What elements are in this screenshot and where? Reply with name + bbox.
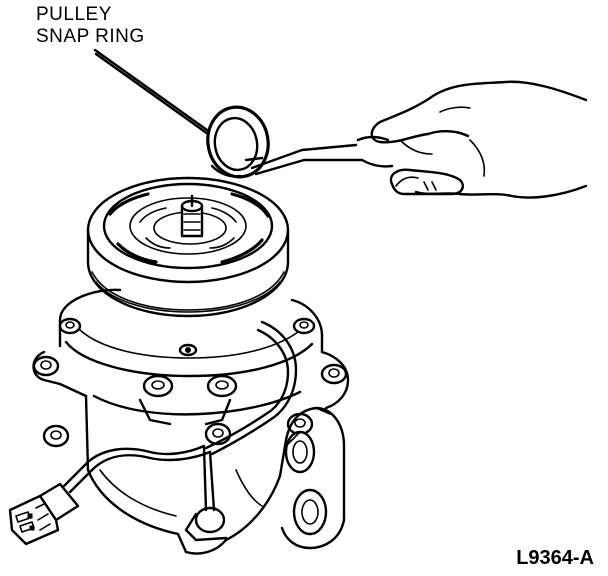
compressor-body <box>32 288 350 555</box>
clutch-pulley <box>86 176 290 318</box>
callout-label-line-1: PULLEY <box>36 4 112 25</box>
snap-ring <box>206 105 270 179</box>
figure-id: L9364-A <box>516 547 594 569</box>
clutch-wire-harness <box>62 320 298 512</box>
electrical-connector <box>8 482 80 546</box>
hand <box>370 80 588 199</box>
leader-line <box>93 48 210 136</box>
callout-label: PULLEY SNAP RING <box>36 4 145 48</box>
snap-ring-pliers <box>244 135 394 176</box>
callout-label-line-2: SNAP RING <box>36 26 145 47</box>
